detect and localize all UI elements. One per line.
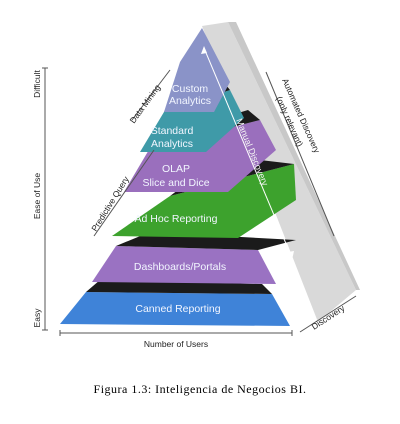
level-1-top (86, 280, 272, 294)
level-5-block (140, 90, 244, 152)
level-2-label: Dashboards/Portals (134, 261, 226, 273)
figure-caption: Figura 1.3: Inteligencia de Negocios BI. (93, 382, 307, 396)
level-2-block (92, 246, 276, 284)
automated-discovery-guide (265, 71, 335, 237)
pyramid-back-wall-shade (228, 22, 360, 290)
level-6-block (164, 28, 230, 112)
level-4-label-line2: Slice and Dice (142, 177, 209, 189)
predictive-query-label: Predictive Query (89, 174, 131, 233)
level-4-block (124, 120, 276, 192)
bi-pyramid-figure: Canned Reporting Dashboards/Portals Ad H… (32, 22, 360, 349)
level-5-label-line1: Standard (151, 125, 194, 137)
manual-discovery-arrowhead-top (201, 46, 207, 54)
data-mining-label: Data Mining (128, 82, 163, 125)
easy-label: Easy (32, 308, 42, 328)
level-6-label-line2: Analytics (169, 95, 211, 107)
level-4-label-line1: OLAP (162, 163, 190, 175)
difficult-label: Difficult (32, 70, 42, 98)
manual-discovery-arrowhead-bottom (288, 251, 294, 260)
manual-discovery-arrow (203, 47, 293, 259)
level-1-block (60, 292, 290, 326)
level-1-label: Canned Reporting (135, 303, 220, 315)
predictive-query-guide (93, 149, 155, 237)
level-3-label: Ad Hoc Reporting (135, 213, 218, 225)
level-6-label-line1: Custom (172, 83, 208, 95)
discovery-guide (299, 295, 357, 333)
level-3-block (112, 164, 296, 238)
ease-of-use-label: Ease of Use (32, 173, 42, 220)
level-5-label-line2: Analytics (151, 138, 193, 150)
number-of-users-label: Number of Users (144, 339, 208, 349)
data-mining-guide (131, 69, 171, 121)
